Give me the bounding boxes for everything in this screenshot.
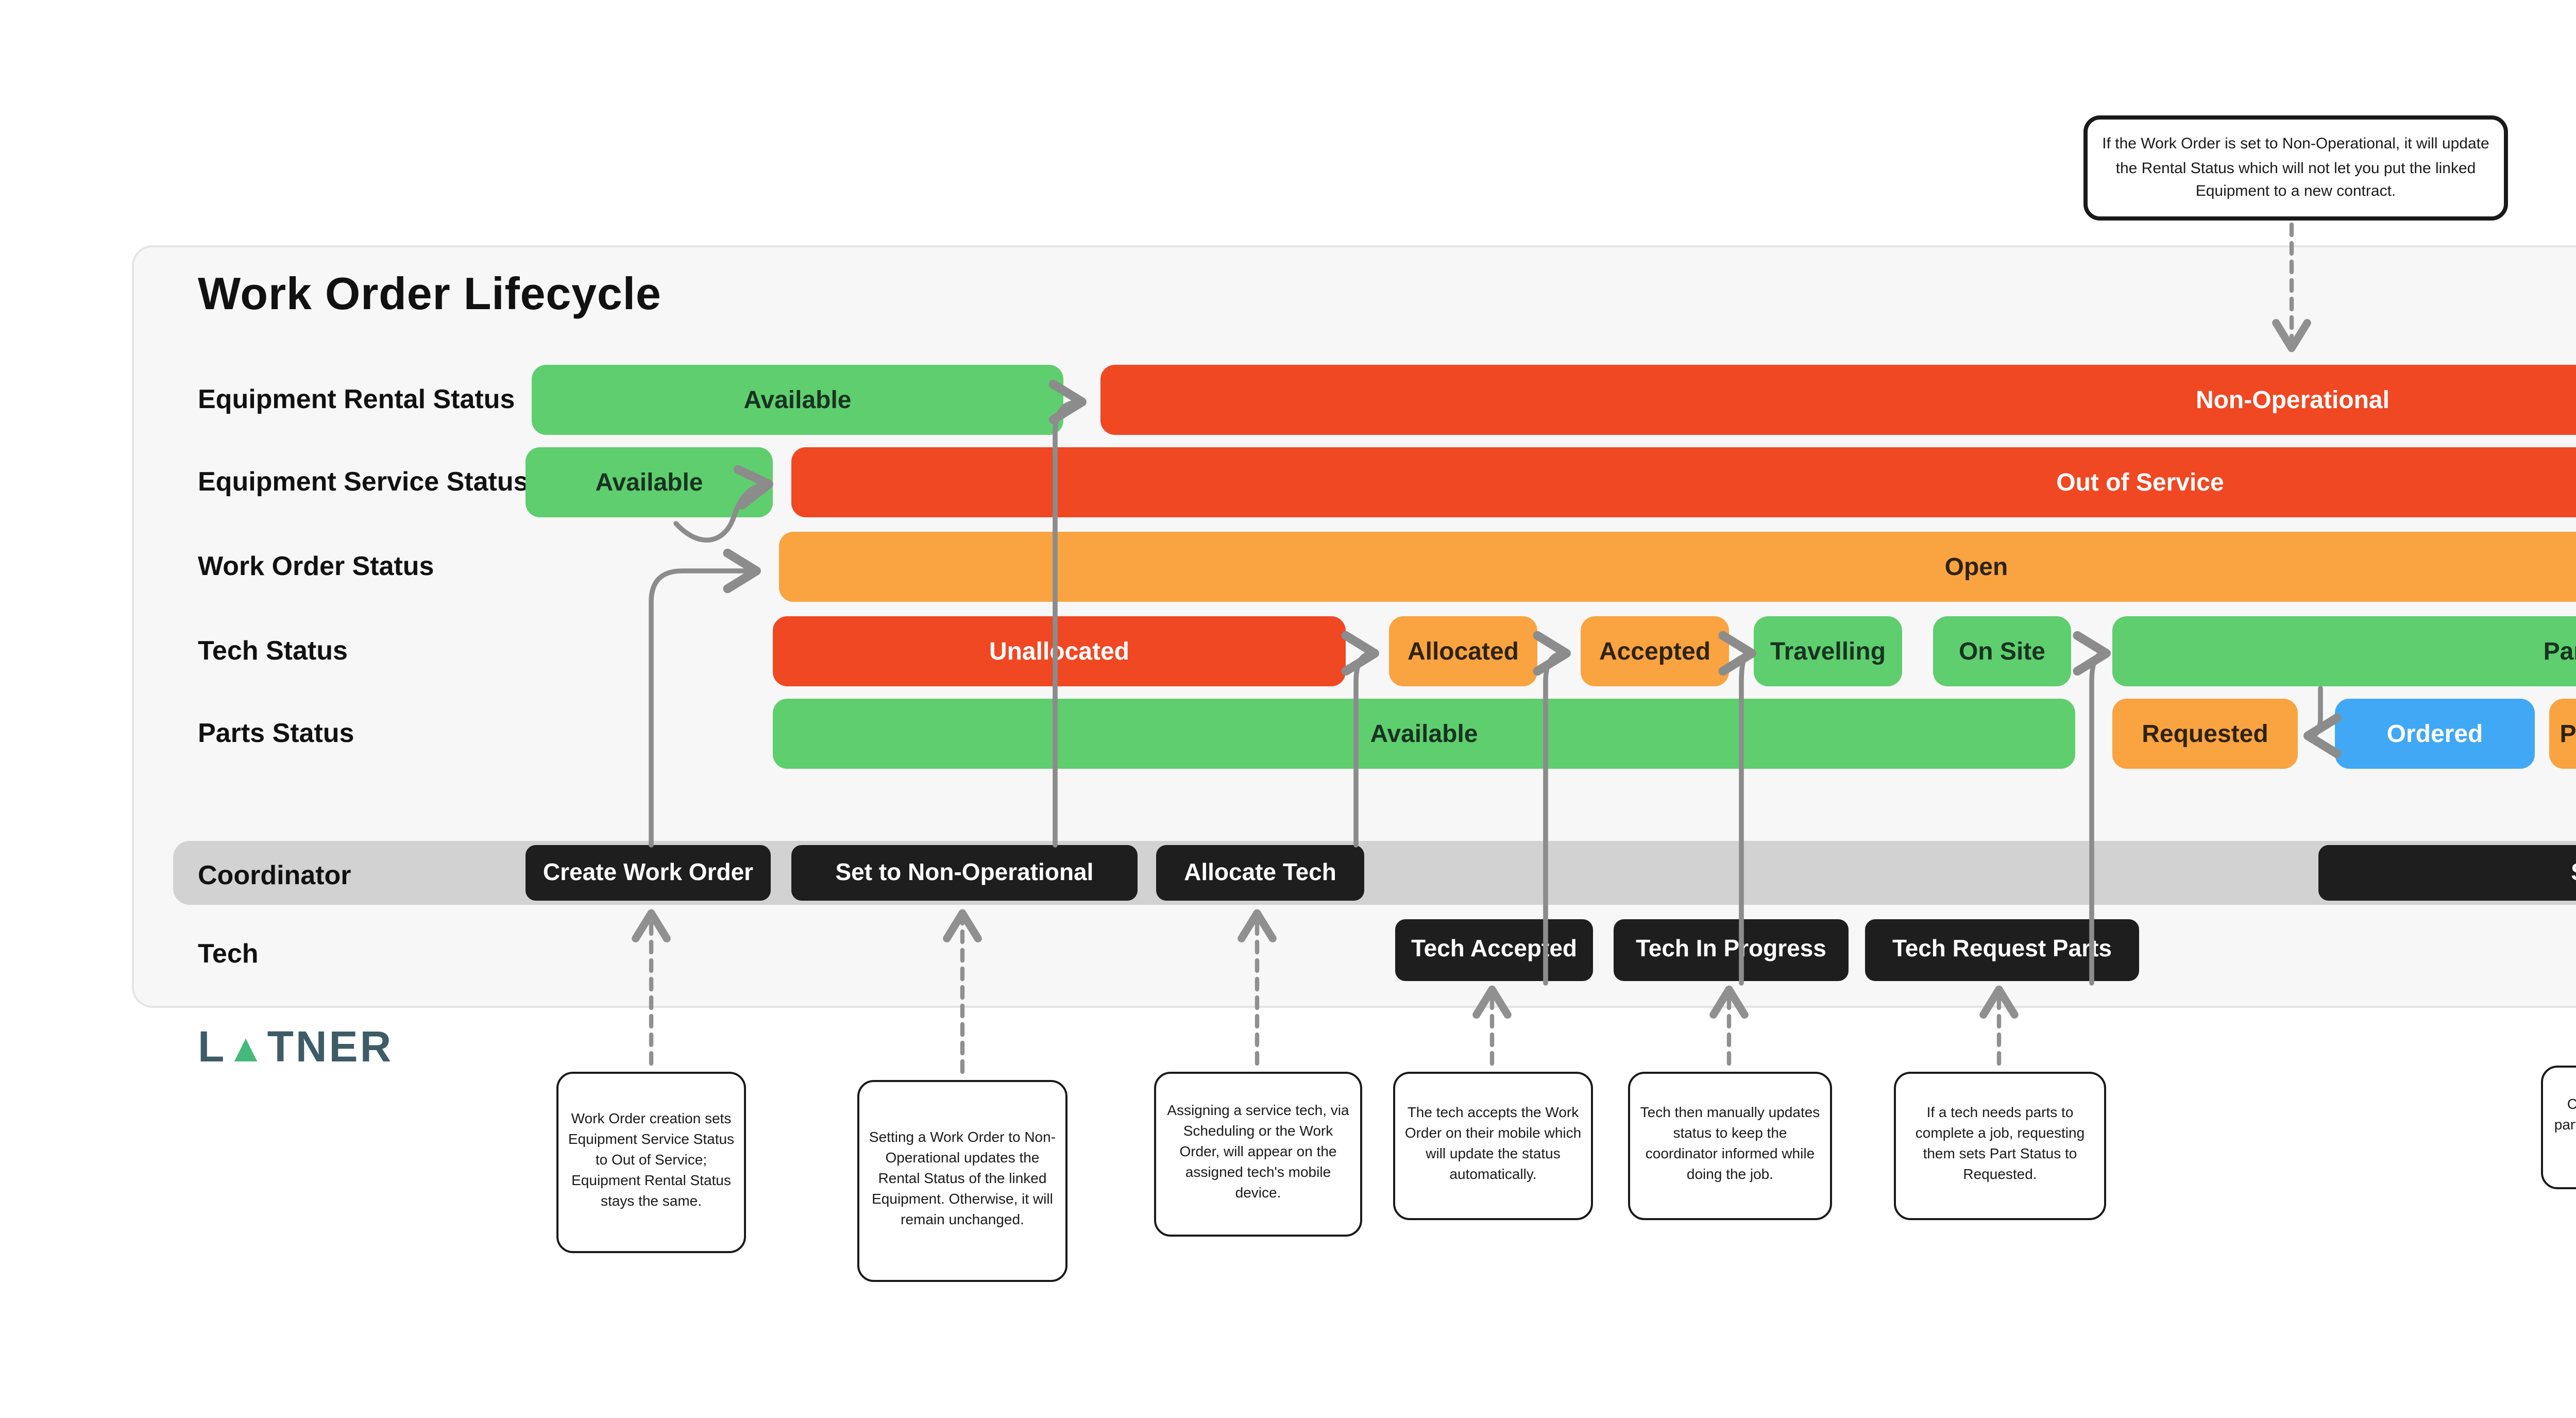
status-pill-service-available-left: Available: [526, 447, 773, 517]
row-label-work-order-status: Work Order Status: [198, 550, 434, 581]
row-label-equipment-service-status: Equipment Service Status: [198, 466, 529, 497]
note-non-operational-rental: If the Work Order is set to Non-Operatio…: [2083, 115, 2508, 221]
lane-label-coordinator: Coordinator: [198, 859, 351, 890]
action-button-create-work-order: Create Work Order: [526, 845, 771, 901]
row-label-parts-status: Parts Status: [198, 717, 354, 748]
status-pill-parts-ordered: Ordered: [2335, 699, 2535, 769]
action-button-allocate-tech: Allocate Tech: [1156, 845, 1364, 901]
logo-letter: L: [198, 1024, 227, 1072]
status-pill-tech-on-site: On Site: [1933, 616, 2071, 686]
action-button-set-to-non-operational: Set to Non-Operational: [791, 845, 1138, 901]
note-tech-in-progress: Tech then manually updates status to kee…: [1628, 1072, 1832, 1220]
status-pill-parts-requested: Requested: [2112, 699, 2298, 769]
lane-label-tech: Tech: [198, 938, 259, 969]
status-pill-tech-accepted: Accepted: [1581, 616, 1729, 686]
latner-logo: L▲TNER: [198, 1024, 393, 1074]
status-pill-service-out-of-service: Out of Service: [791, 447, 2576, 517]
action-button-tech-in-progress: Tech In Progress: [1614, 919, 1849, 981]
action-button-tech-request-parts: Tech Request Parts: [1865, 919, 2139, 981]
row-label-tech-status: Tech Status: [198, 635, 348, 666]
status-pill-rental-available-left: Available: [532, 365, 1063, 435]
page-title: Work Order Lifecycle: [198, 268, 662, 319]
logo-triangle-icon: ▲: [226, 1028, 267, 1072]
status-pill-wo-open: Open: [779, 532, 2576, 602]
note-tech-request-parts: If a tech needs parts to complete a job,…: [1894, 1072, 2106, 1220]
logo-letters: TNER: [267, 1024, 394, 1072]
note-create-work-order: Work Order creation sets Equipment Servi…: [556, 1072, 746, 1253]
action-button-tech-accepted: Tech Accepted: [1395, 919, 1593, 981]
status-pill-tech-parts-requested: Parts Requested: [2112, 616, 2576, 686]
status-pill-tech-travelling: Travelling: [1754, 616, 1902, 686]
note-tech-accepted: The tech accepts the Work Order on their…: [1393, 1072, 1593, 1220]
action-button-source-parts: Source Parts: [2318, 845, 2576, 901]
status-pill-parts-available: Available: [773, 699, 2075, 769]
status-pill-rental-non-operational: Non-Operational: [1100, 365, 2576, 435]
status-pill-parts-partially-received: Partially Received: [2549, 699, 2576, 769]
row-label-equipment-rental-status: Equipment Rental Status: [198, 383, 515, 414]
status-pill-tech-unallocated: Unallocated: [773, 616, 1346, 686]
note-set-non-operational: Setting a Work Order to Non-Operational …: [857, 1080, 1067, 1282]
status-pill-tech-allocated: Allocated: [1389, 616, 1537, 686]
note-allocate-tech: Assigning a service tech, via Scheduling…: [1154, 1072, 1362, 1237]
note-source-parts: Coordinator must source parts and update…: [2541, 1066, 2576, 1189]
